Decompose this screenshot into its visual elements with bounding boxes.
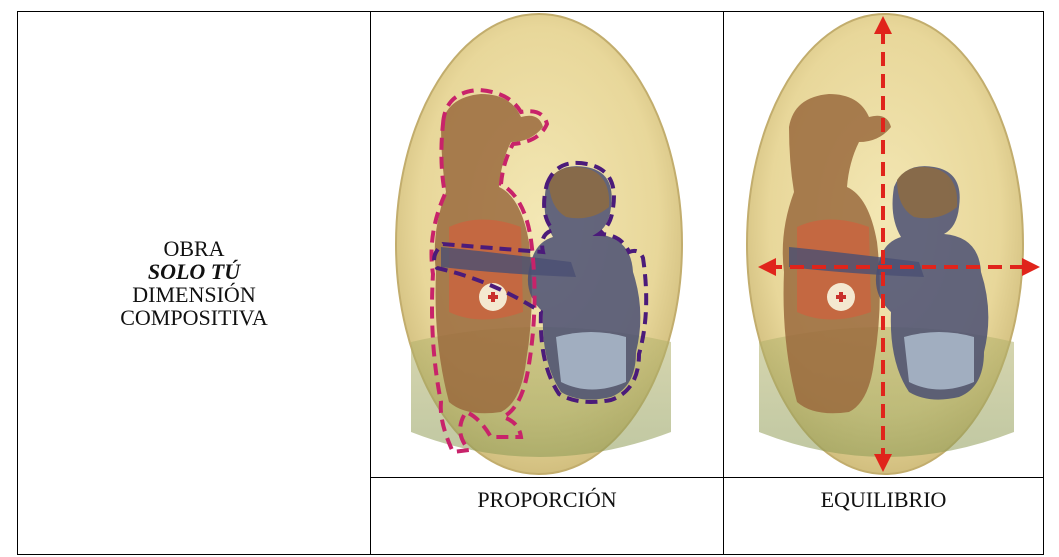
arrow-right-icon	[1022, 258, 1040, 276]
equilibrium-illustration	[724, 12, 1043, 477]
proportion-image	[371, 12, 723, 477]
proportion-label: PROPORCIÓN	[371, 487, 723, 513]
title-line-compositiva: COMPOSITIVA	[120, 306, 268, 329]
artwork-title-cell: OBRA SOLO TÚ DIMENSIÓN COMPOSITIVA	[18, 12, 370, 554]
equilibrium-image	[724, 12, 1043, 477]
title-line-dimension: DIMENSIÓN	[132, 283, 255, 306]
row-divider	[370, 477, 1043, 478]
artwork-name: SOLO TÚ	[148, 260, 240, 283]
composition-table: OBRA SOLO TÚ DIMENSIÓN COMPOSITIVA	[17, 11, 1044, 555]
title-line-obra: OBRA	[163, 237, 224, 260]
equilibrium-label: EQUILIBRIO	[724, 487, 1043, 513]
proportion-illustration	[371, 12, 723, 477]
